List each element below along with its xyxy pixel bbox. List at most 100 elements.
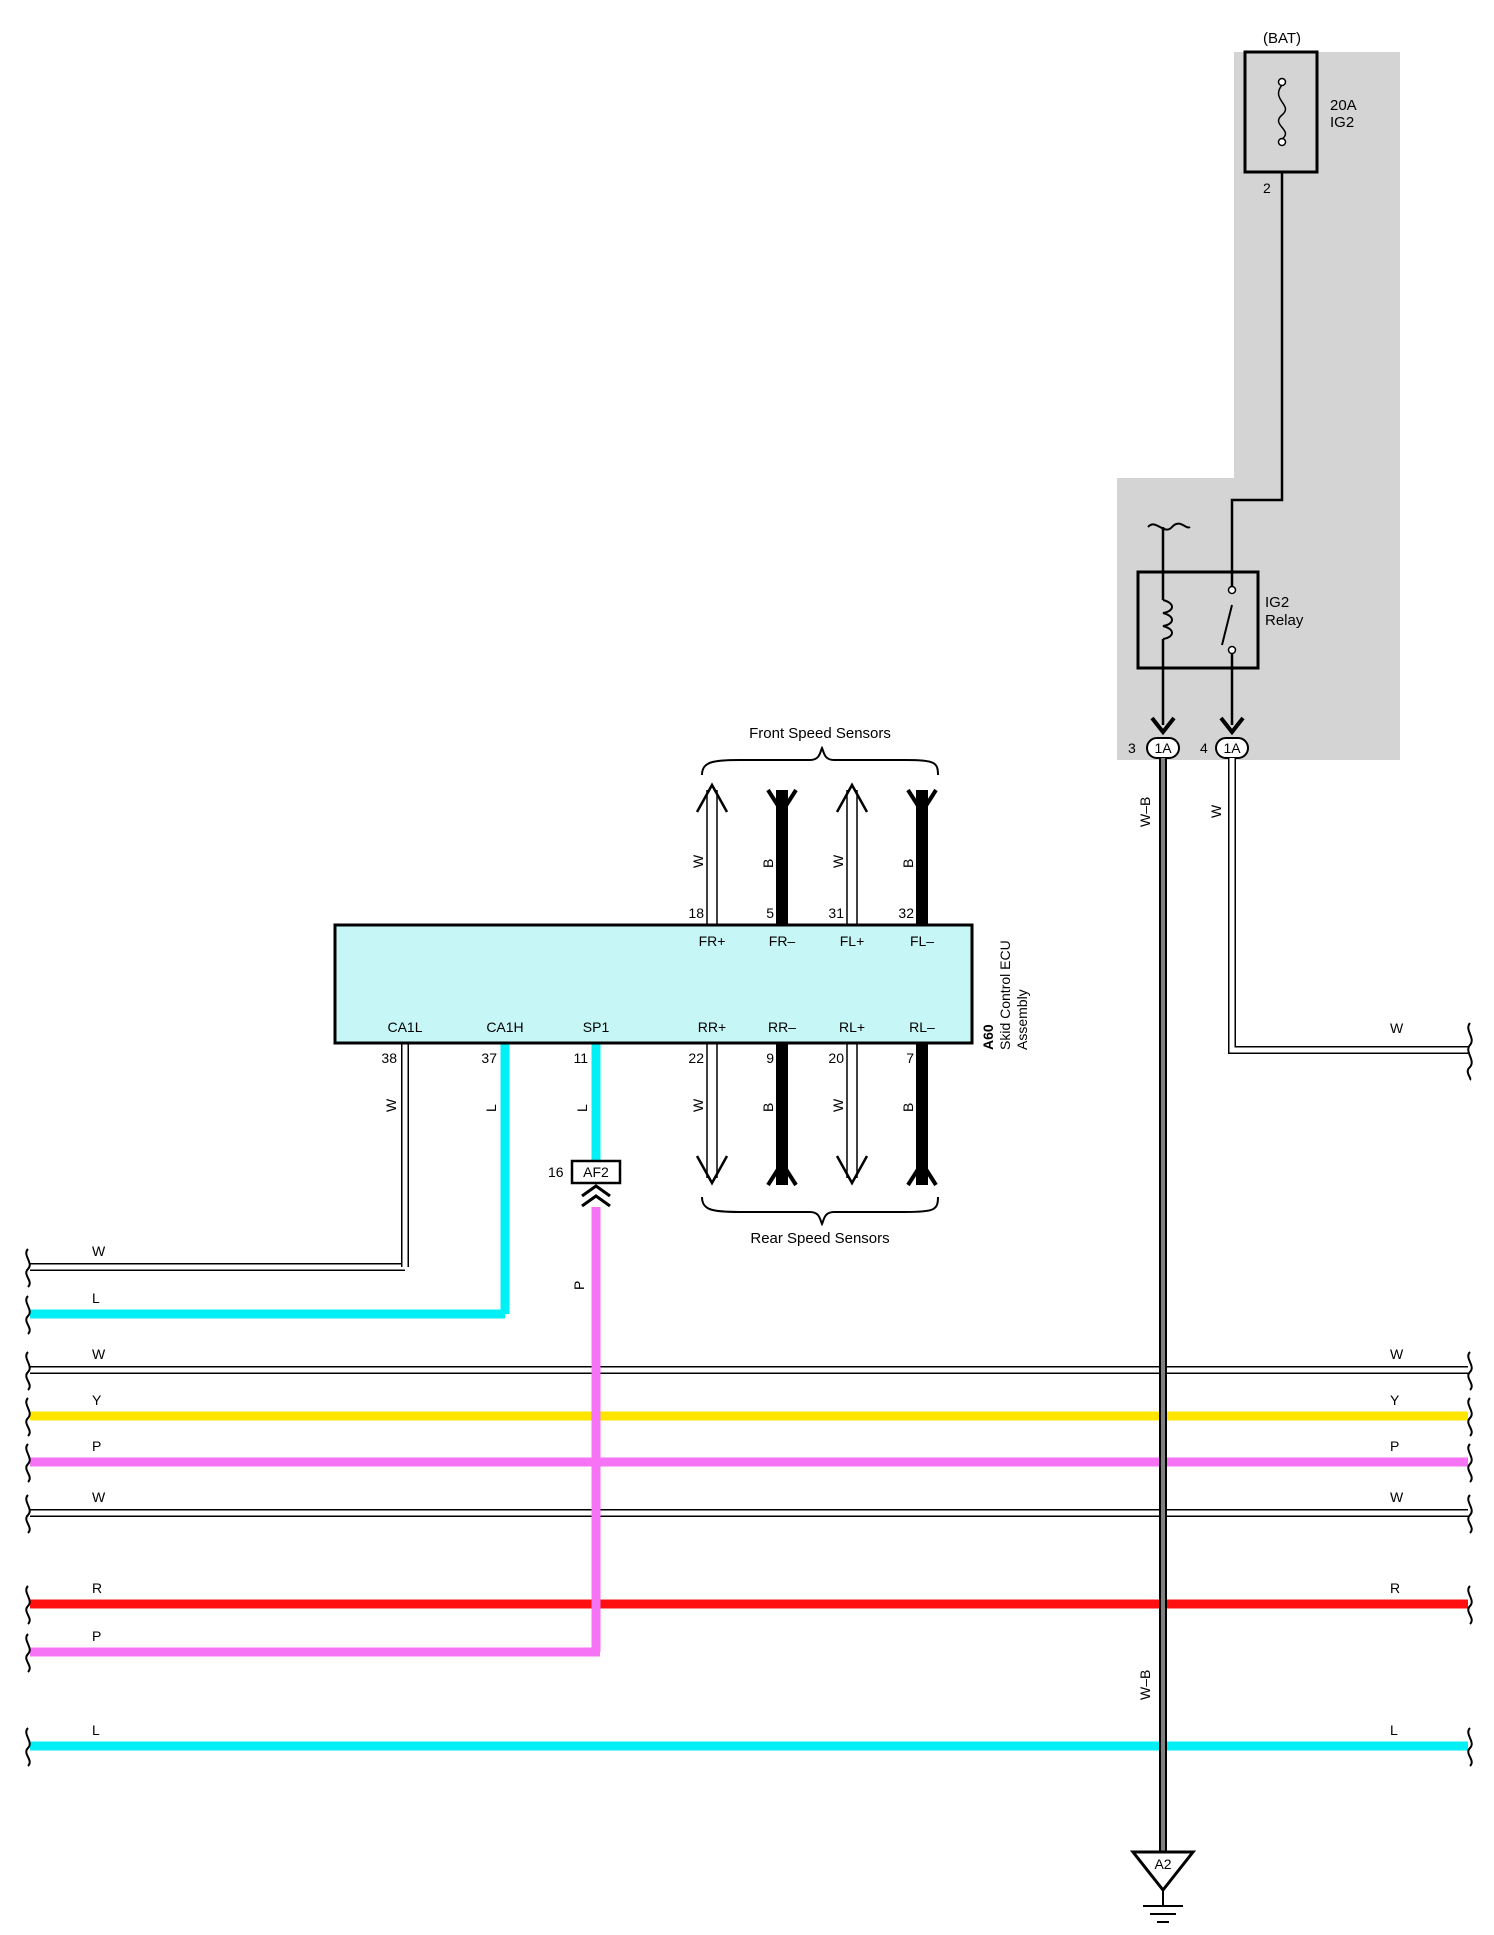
- ecu-bottom-pin-1-wire-label: L: [483, 1104, 499, 1112]
- rear-sensors-brace: [701, 1196, 939, 1227]
- fuse-amp-label: 20A: [1330, 97, 1357, 114]
- ecu-bottom-pin-5-number: 20: [828, 1050, 844, 1066]
- bus-3-left-break: [25, 1397, 31, 1437]
- bus-4-left-break: [25, 1443, 31, 1483]
- bus-8-left-break: [25, 1727, 31, 1767]
- fuse-name-label: IG2: [1330, 114, 1354, 131]
- bus-5-left-break: [25, 1494, 31, 1534]
- ecu-bottom-pin-1-name: CA1H: [486, 1019, 523, 1035]
- front-sensors-brace: [701, 745, 939, 776]
- wire-w-right: [1228, 758, 1468, 1054]
- bus-7-left-label: P: [92, 1628, 101, 1644]
- ecu-name-line1: Skid Control ECU: [997, 940, 1013, 1050]
- ecu-name-line2: Assembly: [1014, 989, 1030, 1050]
- bus-8-right-break: [1467, 1727, 1473, 1767]
- bus-2-right-break: [1467, 1351, 1473, 1391]
- power-distribution-shade: [1117, 52, 1400, 760]
- ecu-top-pin-3-arrow: [906, 788, 938, 816]
- ecu-bottom-pin-1-number: 37: [481, 1050, 497, 1066]
- ecu-bottom-pin-4-wire-label: B: [760, 1103, 776, 1112]
- relay-name-line2: Relay: [1265, 612, 1304, 629]
- wire-wb-bottom-label: W–B: [1137, 1670, 1153, 1700]
- ecu-bottom-pin-3-name: RR+: [698, 1019, 726, 1035]
- ecu-bottom-pin-5-wire: [846, 1043, 858, 1178]
- ecu-top-pin-3-name: FL–: [910, 933, 934, 949]
- af2-chevron-2: [581, 1194, 611, 1208]
- ecu-bottom-pin-6-name: RL–: [909, 1019, 935, 1035]
- ecu-bottom-pin-6-number: 7: [906, 1050, 914, 1066]
- ecu-bottom-pin-5-name: RL+: [839, 1019, 865, 1035]
- ecu-bottom-pin-2-number: 11: [573, 1050, 588, 1066]
- ecu-bottom-pin-4-name: RR–: [768, 1019, 796, 1035]
- bus-0-left-break: [25, 1248, 31, 1288]
- rear-sensors-label: Rear Speed Sensors: [750, 1230, 889, 1247]
- ecu-top-pin-0-wire-label: W: [690, 854, 706, 868]
- ecu-top-pin-0-wire: [706, 790, 718, 925]
- ecu-top-pin-1-number: 5: [766, 905, 774, 921]
- connector-pin3-number: 3: [1128, 740, 1136, 756]
- bus-6-right-break: [1467, 1585, 1473, 1625]
- af2-wire-p-label: P: [571, 1281, 587, 1290]
- bus-0-left-label: W: [92, 1243, 106, 1259]
- ecu-top-pin-2-wire: [846, 790, 858, 925]
- ecu-bottom-pin-4-arrow: [766, 1159, 798, 1187]
- ecu-bottom-pin-5-arrow: [835, 1155, 869, 1186]
- ecu-top-pin-1-name: FR–: [769, 933, 796, 949]
- wire-w-right-label: W: [1208, 804, 1224, 818]
- ground-symbol: [1129, 1850, 1197, 1923]
- connector-1a-pin3-label: 1A: [1154, 740, 1172, 756]
- bus-4-right-break: [1467, 1443, 1473, 1483]
- bus-8-right-label: L: [1390, 1722, 1398, 1738]
- bus-5-left-label: W: [92, 1489, 106, 1505]
- ecu-top-pin-2-arrow: [835, 782, 869, 813]
- ground-label: A2: [1154, 1856, 1171, 1872]
- ecu-bottom-pin-3-wire-label: W: [690, 1098, 706, 1112]
- ecu-top-pin-2-name: FL+: [840, 933, 865, 949]
- ecu-top-pin-2-number: 31: [828, 905, 844, 921]
- bus-5-right-break: [1467, 1494, 1473, 1534]
- wire-w-right-end-label: W: [1390, 1020, 1404, 1036]
- bus-1-left-label: L: [92, 1290, 100, 1306]
- af2-connector: [570, 1159, 622, 1185]
- ecu-top-pin-0-name: FR+: [699, 933, 726, 949]
- ecu-bottom-pin-3-number: 22: [688, 1050, 704, 1066]
- ecu-bottom-pin-3-arrow: [695, 1155, 729, 1186]
- ecu-top-pin-1-arrow: [766, 788, 798, 816]
- bus-3-right-label: Y: [1390, 1392, 1400, 1408]
- ecu-bottom-pin-2-wire-label: L: [574, 1104, 590, 1112]
- connector-1a-pin4-label: 1A: [1223, 740, 1241, 756]
- bus-2-left-break: [25, 1351, 31, 1391]
- ecu-bottom-pin-4-number: 9: [766, 1050, 774, 1066]
- bus-6-right-label: R: [1390, 1580, 1400, 1596]
- bus-2-left-label: W: [92, 1346, 106, 1362]
- af2-chevron-1: [581, 1184, 611, 1198]
- af2-connector-label: AF2: [583, 1164, 609, 1180]
- break-mark-w-right: [1466, 1022, 1473, 1081]
- ecu-top-pin-3-wire-label: B: [900, 859, 916, 868]
- connector-pin4-number: 4: [1200, 740, 1208, 756]
- fuse-pin-label: 2: [1263, 180, 1271, 196]
- relay-name-line1: IG2: [1265, 594, 1289, 611]
- bat-label: (BAT): [1263, 30, 1301, 47]
- ecu-bottom-pin-6-wire-label: B: [900, 1103, 916, 1112]
- ecu-bottom-pin-2-name: SP1: [583, 1019, 610, 1035]
- bus-3-left-label: Y: [92, 1392, 102, 1408]
- ecu-bottom-pin-5-wire-label: W: [830, 1098, 846, 1112]
- ecu-top-pin-0-arrow: [695, 782, 729, 813]
- bus-2-right-label: W: [1390, 1346, 1404, 1362]
- ecu-code-label: A60: [980, 1024, 996, 1050]
- ecu-top-pin-1-wire-label: B: [760, 859, 776, 868]
- ig2-relay: [1136, 522, 1260, 725]
- ecu-top-pin-2-wire-label: W: [830, 854, 846, 868]
- wire-fuse-to-relay: [1230, 172, 1284, 588]
- ecu-bottom-pin-0-number: 38: [381, 1050, 397, 1066]
- ecu-bottom-pin-0-wire-label: W: [383, 1098, 399, 1112]
- af2-pin-number: 16: [548, 1164, 564, 1180]
- bus-8-left-label: L: [92, 1722, 100, 1738]
- bus-3-right-break: [1467, 1397, 1473, 1437]
- bus-6-left-break: [25, 1585, 31, 1625]
- wire-wb-top-label: W–B: [1137, 797, 1153, 827]
- front-sensors-label: Front Speed Sensors: [749, 725, 891, 742]
- bus-4-right-label: P: [1390, 1438, 1399, 1454]
